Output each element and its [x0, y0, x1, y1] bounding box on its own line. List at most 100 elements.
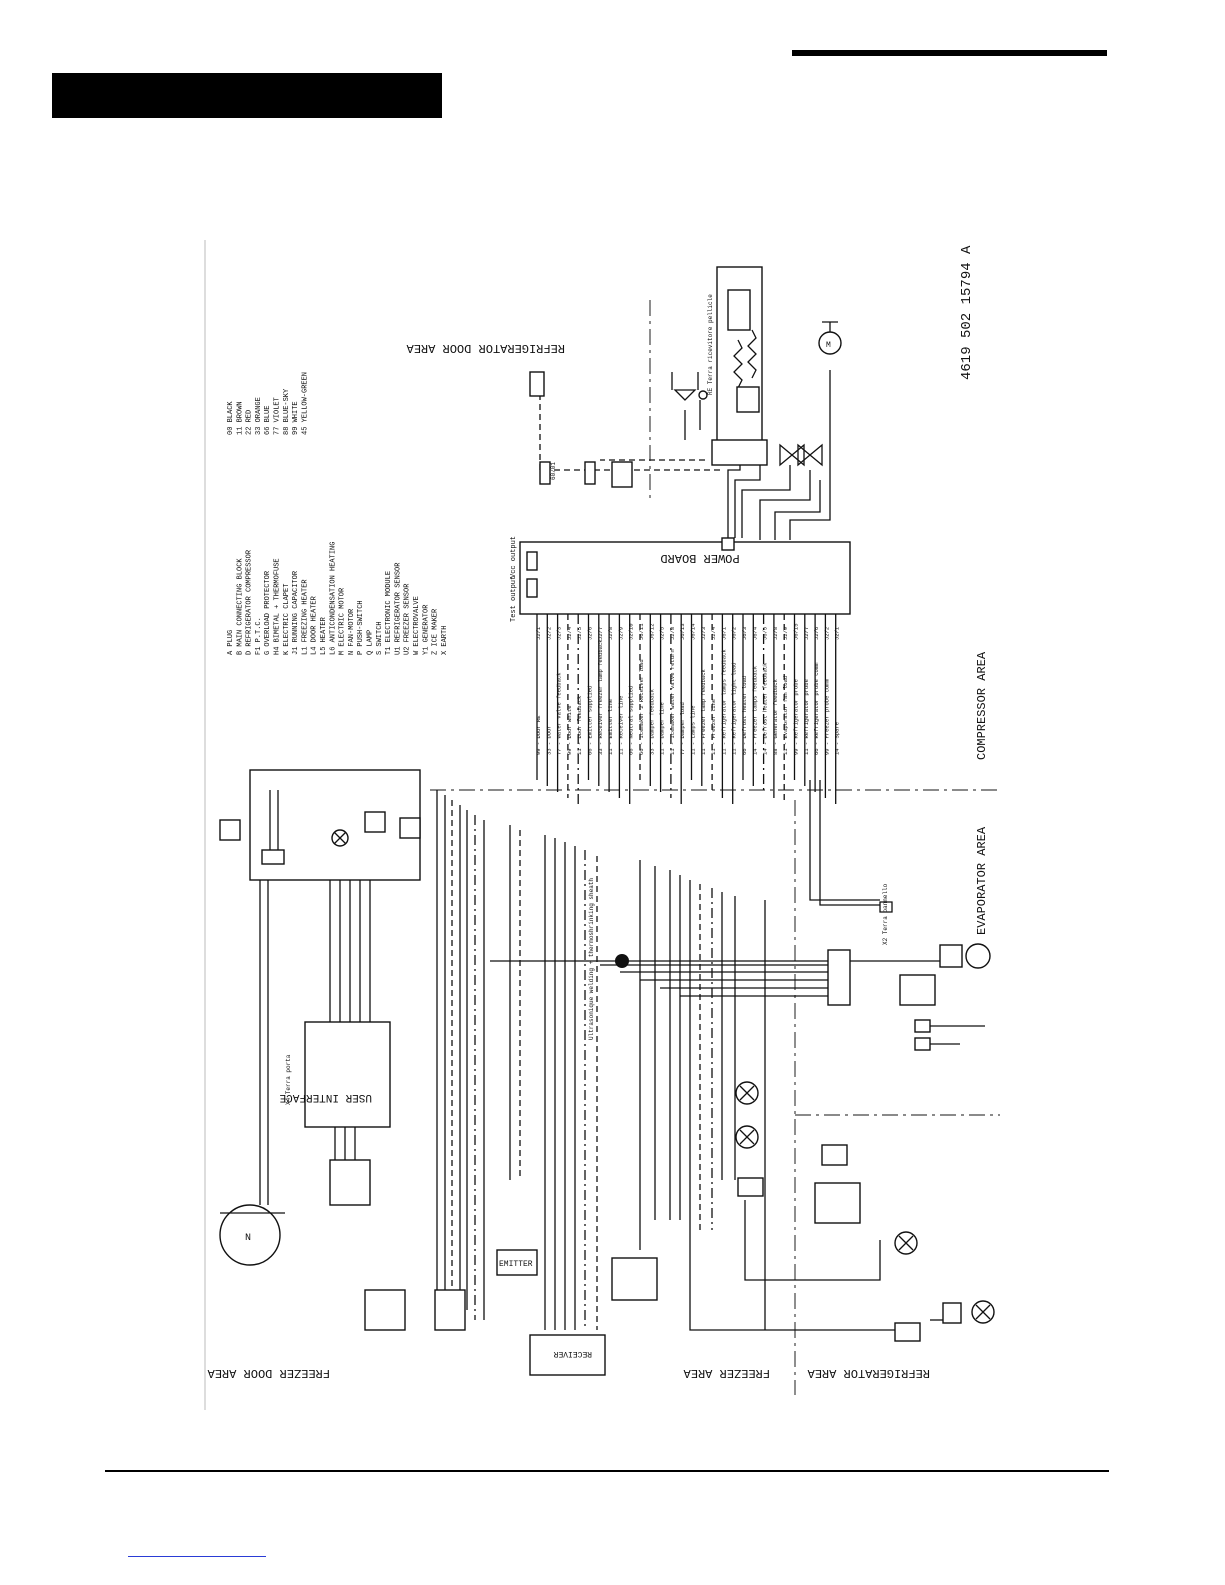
signal-label: 66 - Refrigerator probe comm: [813, 662, 820, 755]
freezer-lamp-crosses: [739, 1085, 755, 1145]
component-legend-item: B MAIN CONNECTING BLOCK: [236, 558, 244, 655]
evaporator-connector-block: [827, 949, 851, 1006]
fan-blade: [822, 321, 838, 332]
component-legend-item: Z ICE MAKER: [432, 608, 440, 655]
pin-label: J2/6: [587, 627, 594, 640]
defrost-heater-connector: [914, 1019, 931, 1033]
signal-label: 66 - Defrost heater load: [741, 676, 748, 755]
signal-label: 77 - Damper load: [679, 702, 686, 755]
colour-legend-item: 33 ORANGE: [255, 397, 263, 435]
component-legend-item: L6 ANTICONDENSATION HEATING: [329, 542, 337, 655]
power-board-connector: [721, 537, 735, 551]
signal-label: 33 - Door: [545, 725, 552, 755]
area-label-evaporator: EVAPORATOR AREA: [975, 826, 989, 935]
user-interface: [304, 1021, 391, 1128]
signal-label: 11 - Freezer line: [710, 699, 717, 755]
switch-s2: [364, 811, 386, 833]
colour-legend-item: 00 BLACK: [227, 401, 235, 435]
pin-label: J6/2: [731, 627, 738, 640]
push-switch-wire: [689, 1230, 895, 1331]
bottom-rule: [105, 1470, 1109, 1472]
push-switch-p1: [737, 1177, 764, 1197]
receiver: [529, 1334, 606, 1376]
link-stub: [128, 1556, 266, 1557]
pin-label: J2/6: [813, 627, 820, 640]
pin-label: J2/5: [659, 627, 666, 640]
component-legend-item: F1 P.T.C.: [255, 617, 263, 655]
component-legend-item: Y1 GENERATOR: [422, 604, 430, 655]
pin-label: J2/8: [669, 627, 676, 640]
pin-label: J2/3: [700, 627, 707, 640]
pin-label: J2/10: [628, 623, 635, 640]
ultrasonic-note: Ultrasonique welding + thermoshrinking s…: [588, 878, 595, 1040]
ice-maker-fan-motor: [219, 1204, 281, 1266]
component-legend-item: X EARTH: [441, 626, 449, 655]
freezer-sensor-u2: [879, 901, 893, 913]
sensor-wire: [809, 780, 880, 901]
component-legend-item: W ELECTROVALVE: [413, 596, 421, 655]
vcc-output-label: Vcc output: [510, 536, 518, 578]
component-legend-item: Q LAMP: [367, 630, 375, 655]
pin-label: J2/4: [710, 626, 717, 640]
power-board: [519, 541, 851, 615]
refrigerator-lamp-crosses: [898, 1235, 991, 1320]
component-legend-item: U1 REFRIGERATOR SENSOR: [394, 562, 402, 655]
bimetal-thermofuse: [899, 974, 936, 1006]
signal-label: 11 - Freezer lamp feedback: [700, 668, 707, 755]
signal-label: 11 - Lamps line: [690, 705, 697, 755]
signal-label: 11 - Door feedback: [576, 695, 583, 755]
power-board-label: POWER BOARD: [660, 551, 739, 565]
signal-label: 33 - Damper feedback: [648, 688, 655, 755]
pin-label: J2/9: [617, 627, 624, 640]
x4-label: X4 Terra porta: [285, 1054, 292, 1105]
pin-label: J6/5: [762, 627, 769, 640]
ice-maker-z: [611, 1257, 658, 1301]
header-bar: [52, 73, 442, 118]
colour-legend-item: 77 VIOLET: [274, 397, 282, 435]
electric-clapet-k: [814, 1182, 861, 1224]
signal-label: 99 - Door white: [566, 705, 573, 755]
connector-a: [584, 461, 596, 485]
connector-c: [529, 371, 545, 397]
receiver-label: RECEIVER: [553, 1349, 592, 1358]
plug-a: [671, 372, 699, 401]
colour-legend-item: 88 BLUE-SKY: [283, 388, 291, 435]
evaporator-fan-motor: [965, 943, 991, 969]
colour-legend-item: 45 YELLOW-GREEN: [301, 372, 309, 435]
sensor-wire-2: [819, 780, 880, 906]
signal-label: 14 - Spare: [834, 722, 841, 755]
compressor-windings: [733, 329, 757, 389]
fan-m-label: M: [826, 341, 831, 350]
pin-label: J2/8: [607, 627, 614, 640]
area-label-freezer-door: FREEZER DOOR AREA: [207, 1366, 330, 1380]
signal-label: 11 - Emitter line: [607, 699, 614, 755]
pin-label: J2/7: [803, 627, 810, 640]
electrovalve-1: [779, 443, 805, 467]
area-label-refrigerator: REFRIGERATOR AREA: [807, 1366, 930, 1380]
colour-legend-item: 66 BLUE: [264, 406, 272, 435]
ui-wires: [329, 880, 371, 1022]
refrigerator-lamp-wire: [744, 1200, 881, 1281]
pin-label: J2/7: [597, 627, 604, 640]
earth-terminal: [698, 390, 708, 400]
signal-label: 14 - Defrost heater feedback: [762, 662, 769, 755]
component-legend-item: L4 DOOR HEATER: [311, 595, 319, 655]
vcc-output-connector: [526, 551, 538, 571]
main-connecting-block: [711, 439, 768, 466]
switch-s1: [219, 819, 241, 841]
heater-wires: [930, 1025, 985, 1045]
user-interface-label: USER INTERFACE: [279, 1091, 372, 1103]
door-motor-wires: [259, 880, 269, 1205]
component-legend-item: L5 HEATER: [320, 616, 328, 655]
component-legend-item: M ELECTRIC MOTOR: [339, 587, 347, 655]
refrigerator-lamp-connector-2: [942, 1302, 962, 1324]
terra-label: RE Terra ricevitore pellicle: [707, 294, 714, 395]
area-label-compressor: COMPRESSOR AREA: [975, 651, 989, 760]
signal-label: 99 - Refrigerator probe: [793, 679, 800, 755]
ui-lower-wires: [334, 1127, 356, 1160]
colour-tag: 60/01: [550, 462, 557, 480]
evaporator-fan-connector: [939, 944, 963, 968]
